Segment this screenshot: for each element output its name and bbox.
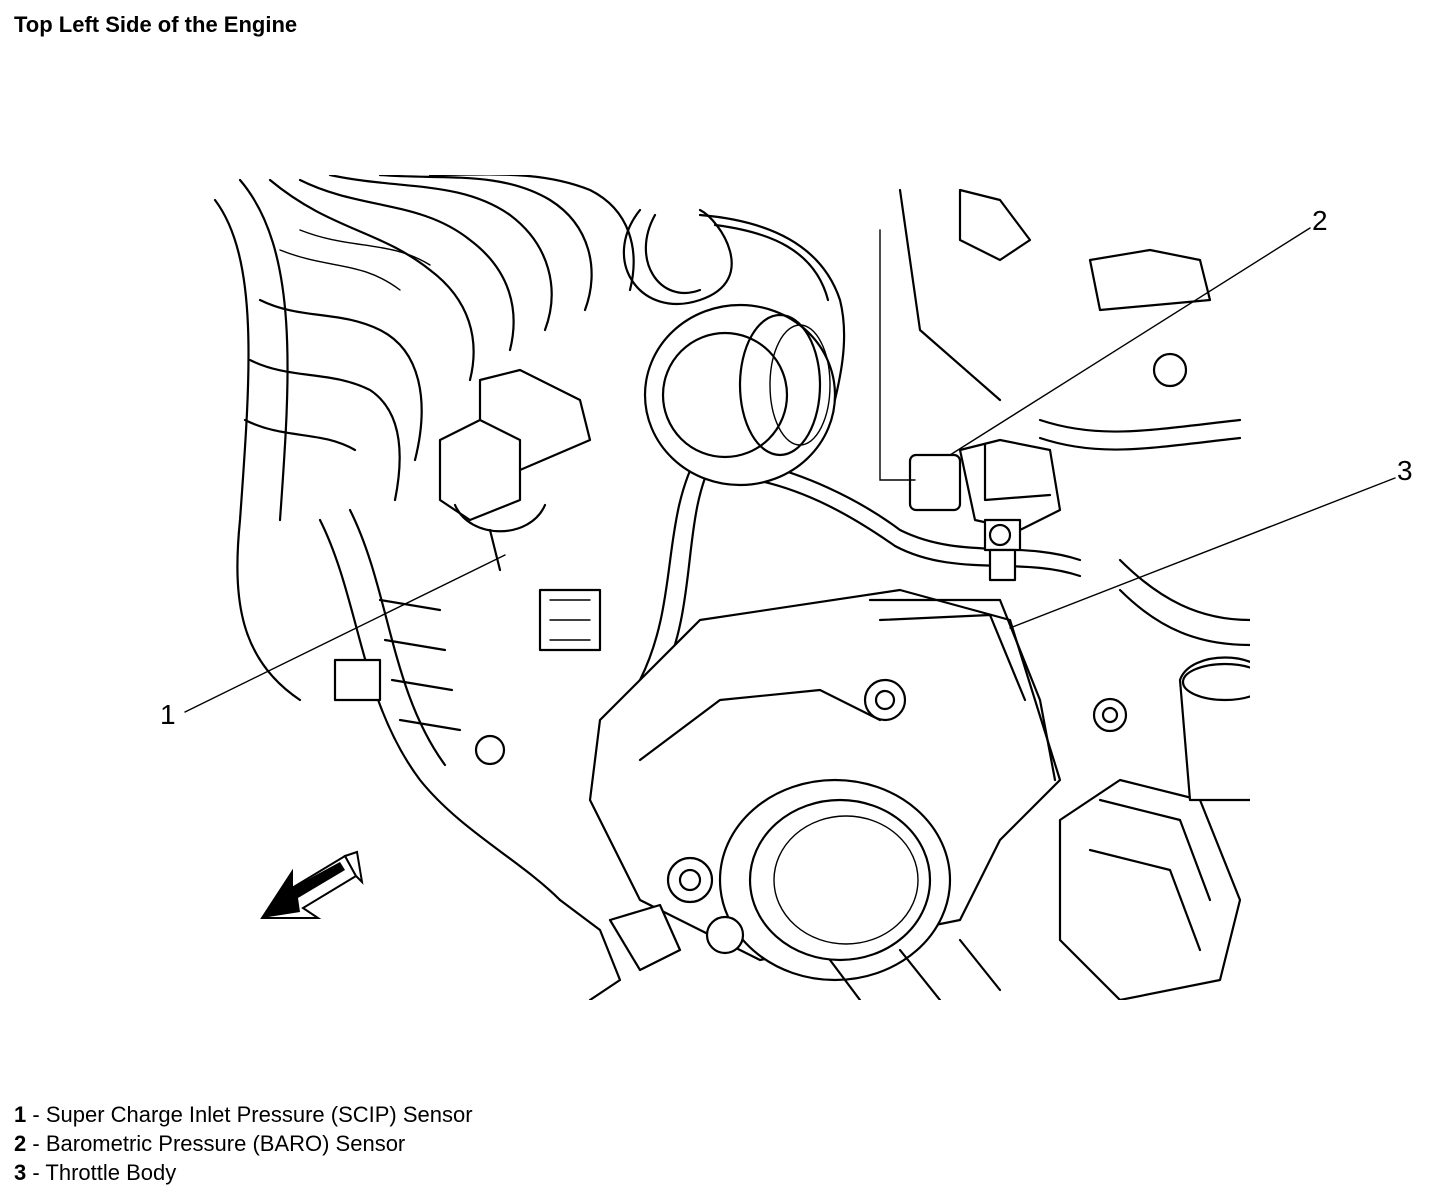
intake-runners — [213, 175, 635, 702]
round-boss — [643, 303, 837, 487]
lower-left-details — [318, 508, 1002, 1000]
callout-number-1: 1 — [160, 699, 176, 730]
legend-number: 3 — [14, 1160, 27, 1185]
legend-separator: - — [32, 1160, 46, 1185]
throttle-body-drawing — [588, 588, 1062, 982]
right-side-components — [879, 188, 1250, 1000]
legend-label: Super Charge Inlet Pressure (SCIP) Senso… — [45, 1102, 473, 1127]
legend-separator: - — [32, 1102, 46, 1127]
legend-separator: - — [32, 1131, 46, 1156]
front-direction-arrow-icon — [260, 850, 364, 919]
engine-line-art — [213, 175, 1250, 1000]
baro-sensor-drawing — [908, 438, 1062, 582]
legend-label: Throttle Body — [45, 1160, 177, 1185]
legend-item-1: 1 - Super Charge Inlet Pressure (SCIP) S… — [14, 1100, 473, 1129]
legend-label: Barometric Pressure (BARO) Sensor — [45, 1131, 406, 1156]
page-title: Top Left Side of the Engine — [14, 12, 298, 37]
wiring-harness — [603, 208, 1242, 732]
legend-item-3: 3 - Throttle Body — [14, 1158, 473, 1187]
scip-sensor-drawing — [438, 368, 602, 652]
legend-number: 2 — [14, 1131, 27, 1156]
callout-number-2: 2 — [1312, 205, 1328, 236]
callout-leaders — [184, 227, 1396, 713]
callout-legend: 1 - Super Charge Inlet Pressure (SCIP) S… — [14, 1100, 473, 1187]
callout-number-3: 3 — [1397, 455, 1413, 486]
legend-item-2: 2 - Barometric Pressure (BARO) Sensor — [14, 1129, 473, 1158]
legend-number: 1 — [14, 1102, 27, 1127]
